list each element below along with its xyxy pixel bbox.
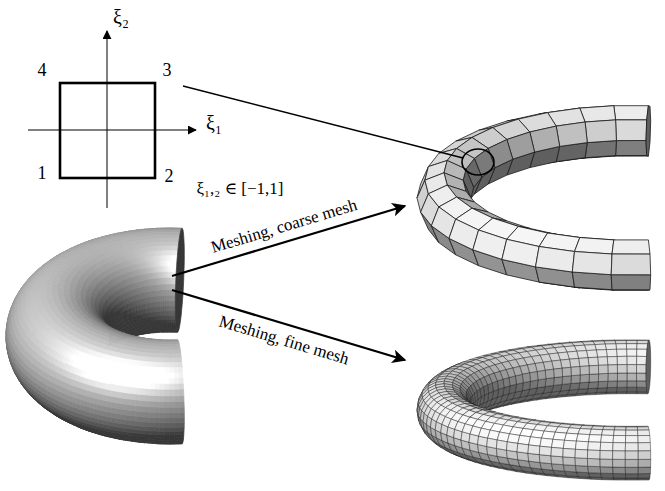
surface-patch (170, 228, 174, 229)
surface-patch (166, 232, 170, 235)
solid-half-torus (6, 228, 184, 444)
surface-patch (166, 228, 170, 230)
surface-patch (170, 242, 173, 246)
surface-patch (170, 232, 174, 235)
surface-patch (167, 242, 170, 246)
surface-patch (170, 228, 174, 230)
surface-patch (170, 235, 173, 238)
